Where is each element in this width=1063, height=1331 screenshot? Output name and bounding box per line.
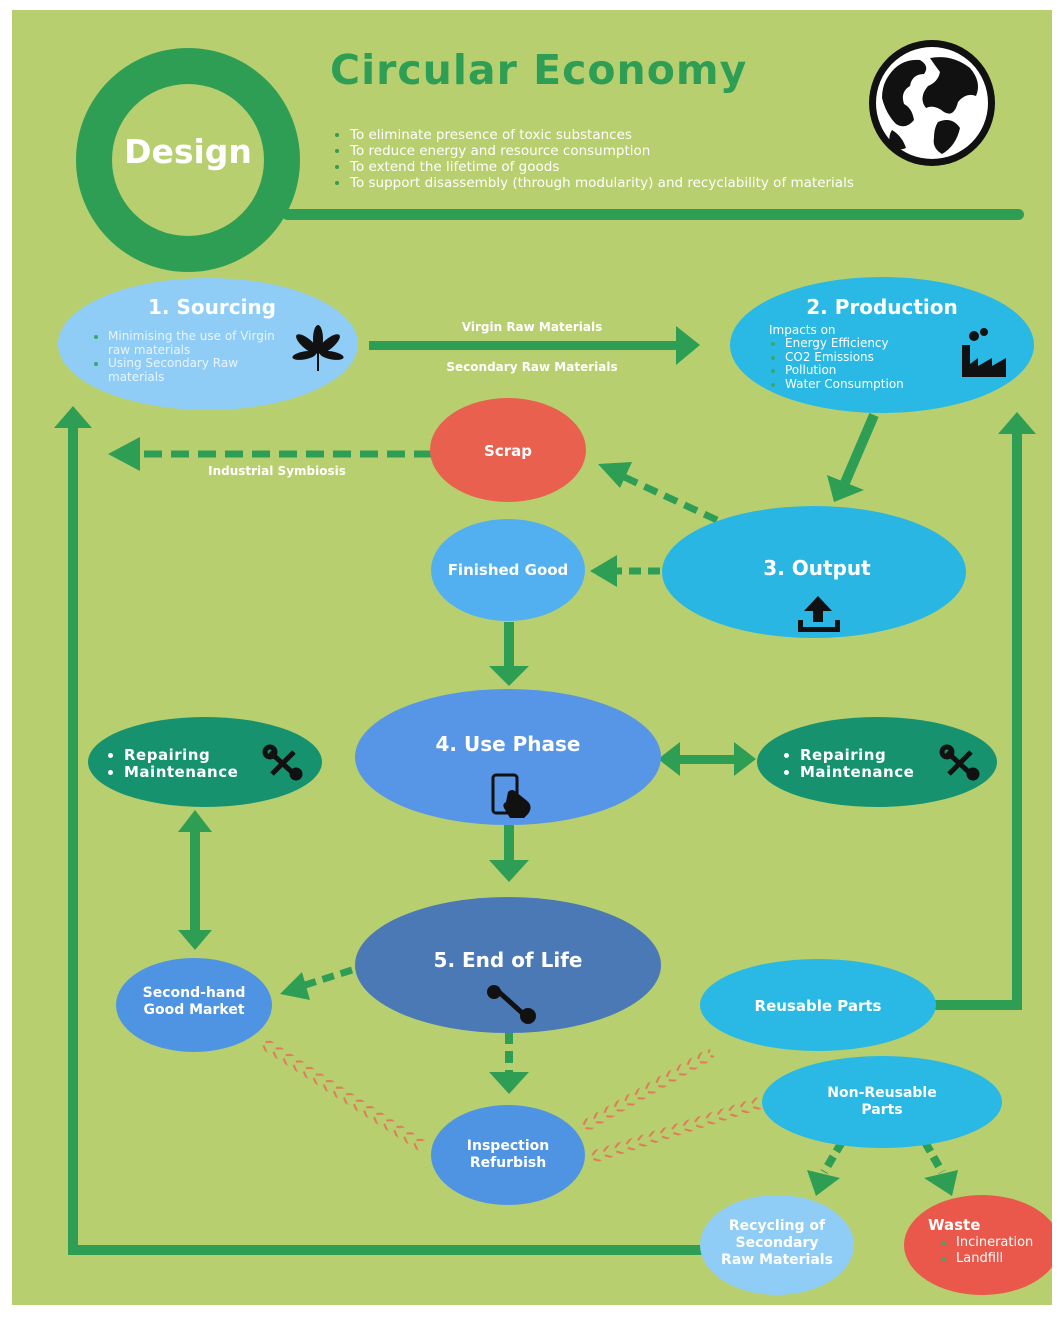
inspection-line: Refurbish — [469, 1155, 547, 1171]
production-bullet: CO2 Emissions — [785, 350, 965, 365]
production-bullet: Water Consumption — [785, 377, 965, 392]
wrench-icon — [262, 744, 303, 781]
reusable-parts-label: Reusable Parts — [754, 997, 882, 1015]
second-hand-node[interactable] — [116, 958, 272, 1052]
arrow-repair-left-second-hand — [178, 810, 212, 950]
return-loop-right — [922, 412, 1036, 1010]
end-of-life-title: 5. End of Life — [433, 948, 583, 972]
arrow-output-to-finished — [590, 555, 660, 587]
design-ring-inner — [112, 84, 264, 236]
output-title: 3. Output — [763, 556, 871, 580]
wrench-icon — [939, 744, 980, 781]
design-bullet: To extend the lifetime of goods — [350, 159, 854, 175]
percent-icon — [487, 985, 536, 1024]
recycling-line: Secondary — [735, 1235, 819, 1251]
output-node[interactable] — [662, 506, 966, 638]
recycling-line: Recycling of — [728, 1218, 826, 1234]
chevron-flow-second-hand-inspection — [258, 1036, 429, 1154]
scrap-label: Scrap — [484, 442, 532, 460]
design-bullet: To eliminate presence of toxic substance… — [350, 127, 854, 143]
arrow-industrial-symbiosis — [108, 437, 432, 471]
sourcing-title: 1. Sourcing — [148, 295, 276, 319]
production-intro: Impacts on — [769, 323, 836, 337]
repair-right-item: Maintenance — [800, 764, 960, 781]
waste-bullet: Incineration — [956, 1235, 1052, 1251]
arrow-finished-to-use — [489, 622, 529, 686]
secondary-raw-materials-label: Secondary Raw Materials — [446, 360, 618, 374]
second-hand-line: Second-hand — [142, 985, 246, 1001]
inspection-node[interactable] — [431, 1105, 585, 1205]
design-label: Design — [124, 132, 252, 171]
waste-bullet-list: Incineration Landfill — [940, 1235, 1052, 1267]
design-bullet: To reduce energy and resource consumptio… — [350, 143, 854, 159]
factory-icon — [962, 328, 1006, 377]
design-bullet: To support disassembly (through modulari… — [350, 175, 854, 191]
page-title: Circular Economy — [330, 46, 748, 94]
finished-good-node[interactable] — [431, 519, 585, 621]
finished-good-label: Finished Good — [447, 561, 569, 579]
arrow-output-to-scrap — [598, 462, 719, 524]
leaf-icon — [292, 325, 344, 371]
non-reusable-line: Non-Reusable — [827, 1085, 937, 1101]
virgin-raw-materials-label: Virgin Raw Materials — [461, 320, 603, 334]
infographic-canvas: Circular Economy Design To eliminate pre… — [12, 10, 1052, 1305]
non-reusable-node[interactable] — [762, 1056, 1002, 1148]
waste-title: Waste — [928, 1216, 981, 1234]
use-phase-node[interactable] — [355, 689, 661, 825]
repair-right-node[interactable] — [757, 717, 997, 807]
waste-node[interactable] — [904, 1195, 1052, 1295]
recycling-label: Recycling of Secondary Raw Materials — [702, 1218, 852, 1269]
non-reusable-line: Parts — [861, 1102, 903, 1118]
chevron-flow-inspection-nonreusable — [588, 1097, 762, 1164]
arrow-nonreusable-to-waste — [921, 1140, 958, 1196]
arrow-production-to-output — [827, 413, 879, 502]
return-loop-left — [54, 406, 718, 1255]
sourcing-node[interactable] — [58, 278, 358, 410]
sourcing-bullet: Minimising the use of Virgin raw materia… — [108, 329, 296, 357]
arrow-nonreusable-to-recycling — [807, 1139, 846, 1196]
reusable-parts-node[interactable] — [700, 959, 936, 1051]
globe-icon — [869, 40, 995, 166]
repair-left-item: Repairing — [124, 747, 284, 764]
arrow-use-repair-right — [658, 742, 756, 776]
sourcing-bullet-list: Minimising the use of Virgin raw materia… — [92, 329, 296, 384]
arrow-use-to-end — [489, 825, 529, 882]
arrow-sourcing-to-production — [369, 326, 700, 365]
second-hand-line: Good Market — [143, 1002, 245, 1018]
repair-right-item: Repairing — [800, 747, 960, 764]
chevron-flow-inspection-reusable — [579, 1047, 715, 1134]
upload-icon — [798, 596, 840, 632]
production-bullet-list: Energy Efficiency CO2 Emissions Pollutio… — [769, 336, 965, 392]
arrow-end-to-inspection — [489, 1032, 529, 1094]
repair-right-list: Repairing Maintenance — [782, 747, 960, 781]
non-reusable-label: Non-Reusable Parts — [802, 1085, 962, 1119]
repair-left-node[interactable] — [88, 717, 322, 807]
production-bullet: Energy Efficiency — [785, 336, 965, 351]
production-node[interactable] — [730, 277, 1034, 413]
design-bar — [282, 209, 1024, 220]
inspection-line: Inspection — [466, 1138, 550, 1154]
second-hand-label: Second-hand Good Market — [124, 985, 264, 1019]
phone-touch-icon — [491, 773, 531, 818]
scrap-node[interactable] — [430, 398, 586, 502]
sourcing-bullet: Using Secondary Raw materials — [108, 356, 296, 384]
diagram-graphics — [54, 40, 1052, 1295]
inspection-label: Inspection Refurbish — [438, 1138, 578, 1172]
waste-bullet: Landfill — [956, 1251, 1052, 1267]
design-bullet-list: To eliminate presence of toxic substance… — [332, 127, 854, 191]
industrial-symbiosis-label: Industrial Symbiosis — [208, 464, 346, 478]
arrow-end-to-second-hand — [280, 966, 354, 1000]
repair-left-list: Repairing Maintenance — [106, 747, 284, 781]
production-bullet: Pollution — [785, 363, 965, 378]
repair-left-item: Maintenance — [124, 764, 284, 781]
use-phase-title: 4. Use Phase — [435, 732, 581, 756]
end-of-life-node[interactable] — [355, 897, 661, 1033]
recycling-line: Raw Materials — [721, 1252, 833, 1268]
recycling-node[interactable] — [700, 1195, 854, 1295]
production-title: 2. Production — [806, 295, 958, 319]
